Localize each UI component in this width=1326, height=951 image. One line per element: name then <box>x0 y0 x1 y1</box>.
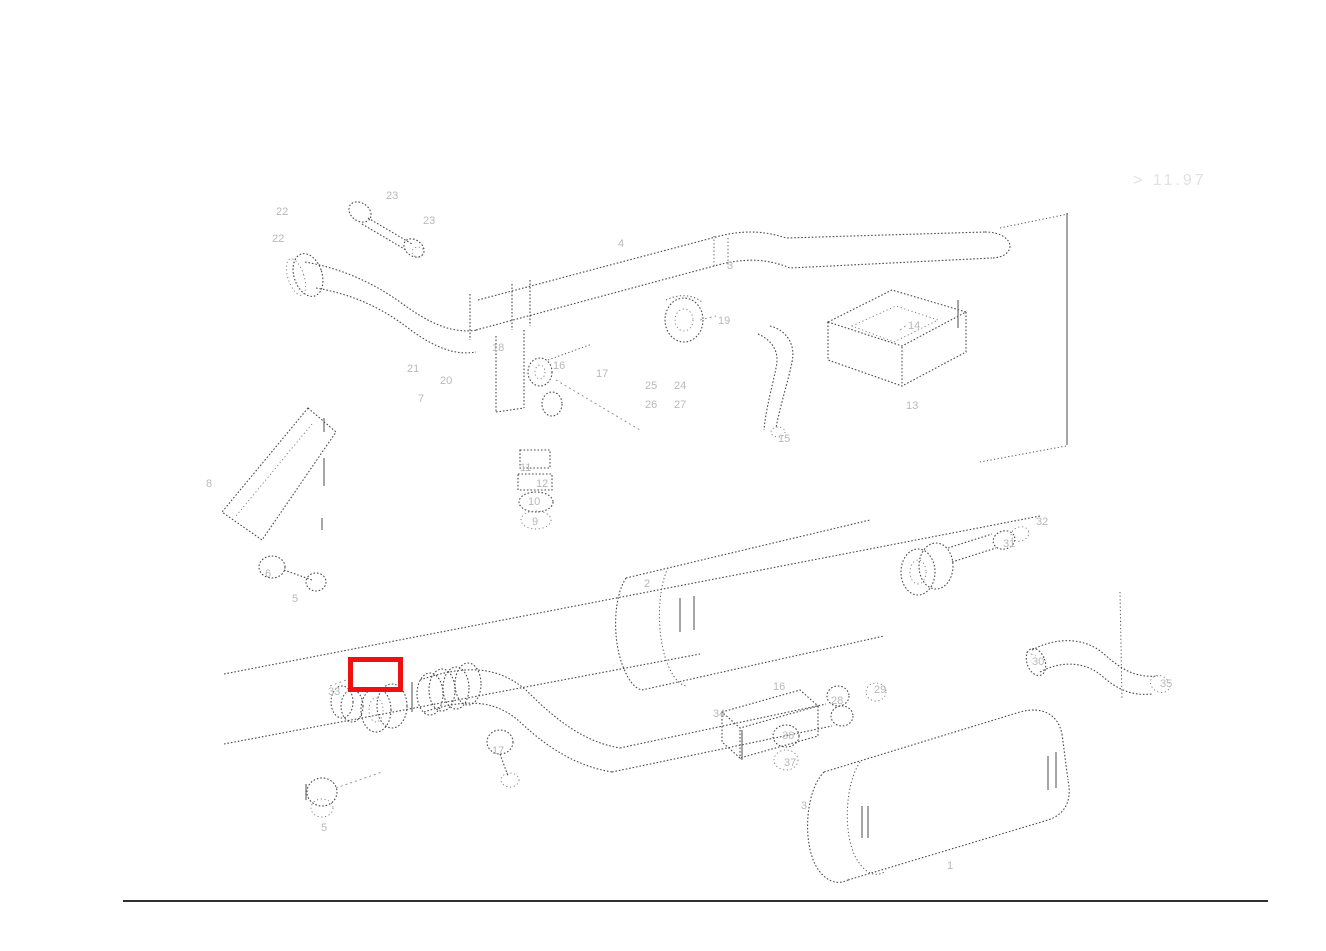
part-callout: 20 <box>440 375 453 387</box>
part-callout: 17 <box>492 745 505 757</box>
upper-left-fasteners <box>348 201 425 258</box>
part-callout: 16 <box>553 360 566 372</box>
part-callout: 6 <box>265 568 272 580</box>
part-callout: 4 <box>618 238 625 250</box>
part-callout: 37 <box>784 757 797 769</box>
front-exhaust-pipe <box>285 231 1011 354</box>
part-callout: 21 <box>407 363 420 375</box>
part-callout: 2 <box>644 578 651 590</box>
leader-lines <box>329 315 1037 687</box>
upper-assembly-guides <box>979 213 1069 463</box>
resonator <box>615 519 885 691</box>
stacked-small-parts <box>517 449 554 530</box>
part-callout: 23 <box>386 190 399 202</box>
part-callout: 23 <box>423 215 436 227</box>
part-callout: 26 <box>645 399 658 411</box>
part-callout: 5 <box>321 822 328 834</box>
part-callout: 30 <box>1032 656 1045 668</box>
part-callout: 19 <box>718 315 731 327</box>
mid-clamp-group <box>495 330 641 431</box>
hanger-rod <box>757 325 794 438</box>
tailpipe <box>1025 640 1170 695</box>
part-callout: 27 <box>674 399 687 411</box>
part-callout: 22 <box>276 206 289 218</box>
header-note-text: > 11.97 <box>1133 172 1207 189</box>
heat-shield-plate <box>826 289 968 387</box>
upper-right-springs <box>900 526 1030 596</box>
spring-clamp-cluster <box>330 662 482 733</box>
part-callout: 33 <box>328 686 341 698</box>
part-callout: 25 <box>645 380 658 392</box>
part-callout: 31 <box>1003 538 1016 550</box>
part-callout: 35 <box>1160 678 1173 690</box>
part-callout: 11 <box>520 462 532 474</box>
part-callout: 9 <box>532 516 539 528</box>
part-callout: 32 <box>1036 516 1049 528</box>
footer-divider <box>123 900 1268 902</box>
part-callout: 10 <box>528 496 541 508</box>
part-callout: 29 <box>874 684 887 696</box>
center-pipe <box>419 669 833 773</box>
part-callout: 24 <box>674 380 687 392</box>
part-callout: 16 <box>773 681 786 693</box>
lower-assembly-guides <box>223 515 1123 745</box>
part-callout: 34 <box>713 708 726 720</box>
left-hanger-bracket <box>221 407 337 592</box>
part-callout: 7 <box>418 393 425 405</box>
flange-gasket-group <box>664 295 704 343</box>
lower-clamp-group <box>720 682 887 771</box>
rear-muffler <box>807 709 1070 883</box>
part-callout: 3 <box>727 260 734 272</box>
part-callout: 28 <box>831 695 844 707</box>
part-callout: 3 <box>801 800 808 812</box>
part-callout: 15 <box>778 433 791 445</box>
part-callout: 1 <box>947 860 954 872</box>
part-callout: 12 <box>536 478 549 490</box>
part-callout: 17 <box>596 368 609 380</box>
part-callout: 22 <box>272 233 285 245</box>
part-callout: 5 <box>292 593 299 605</box>
part-callout: 36 <box>782 730 795 742</box>
lower-center-hanger <box>486 729 520 788</box>
part-callout: 8 <box>206 478 213 490</box>
part-callout: 18 <box>492 342 505 354</box>
bottom-left-hanger <box>305 771 383 818</box>
part-callout: 14 <box>908 320 921 332</box>
part-callout: 13 <box>906 400 919 412</box>
